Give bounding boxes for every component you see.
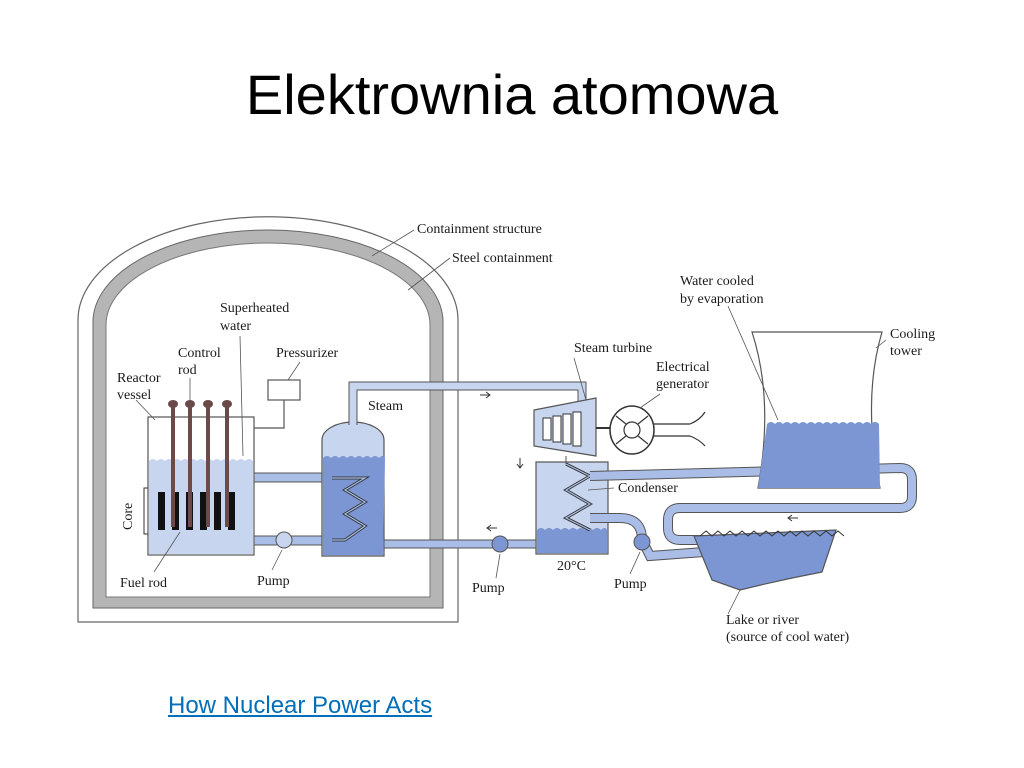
label-reactor-vessel-2: vessel [117,388,151,403]
electrical-generator [609,405,706,455]
control-rods [168,400,232,527]
label-temperature: 20°C [557,559,586,574]
cooling-pump [633,533,651,551]
feedwater-pump [491,535,509,553]
nuclear-plant-diagram: Containment structure Steel containment … [77,216,935,645]
feedwater-pipe [383,539,537,549]
core-bracket [143,487,148,535]
label-water-cooled-2: by evaporation [680,292,764,307]
label-cooling-tower-2: tower [890,344,922,359]
flow-arrow-steam [480,391,491,399]
cooling-tower-water [758,422,880,488]
label-pump-mid: Pump [472,581,505,596]
steam-generator-water [323,456,385,555]
label-superheated-water-2: water [220,319,251,334]
label-pump-reactor: Pump [257,574,290,589]
flow-arrow-feedwater [486,524,497,532]
label-steam-turbine: Steam turbine [574,341,652,356]
pressurizer [267,379,301,401]
turbine-blades [542,411,582,447]
label-pressurizer: Pressurizer [276,346,339,361]
cold-leg-pipe [253,535,333,546]
label-condenser: Condenser [618,481,678,496]
leader-lines [135,229,887,615]
slide-title: Elektrownia atomowa [245,63,779,126]
label-steel-containment: Steel containment [452,251,553,266]
label-superheated-water-1: Superheated [220,301,289,316]
pressurizer-pipe [254,400,285,429]
condenser-water [537,528,607,553]
label-lake-1: Lake or river [726,613,799,628]
flow-arrow-down [516,458,524,469]
label-fuel-rod: Fuel rod [120,576,167,591]
label-control-rod-2: rod [178,363,197,378]
label-containment-structure: Containment structure [417,222,542,237]
label-reactor-vessel-1: Reactor [117,371,161,386]
label-cooling-tower-1: Cooling [890,327,935,342]
how-nuclear-power-acts-link[interactable]: How Nuclear Power Acts [168,692,433,719]
label-lake-2: (source of cool water) [726,630,850,645]
hot-leg-pipe [253,472,333,483]
lake [693,529,837,591]
reactor-pump [275,531,293,549]
label-water-cooled-1: Water cooled [680,274,754,289]
label-core: Core [121,503,136,530]
label-control-rod-1: Control [178,346,221,361]
label-electrical-generator-2: generator [656,377,709,392]
label-electrical-generator-1: Electrical [656,360,710,375]
flow-arrow-cooling [787,514,798,522]
label-steam: Steam [368,399,403,414]
label-pump-right: Pump [614,577,647,592]
